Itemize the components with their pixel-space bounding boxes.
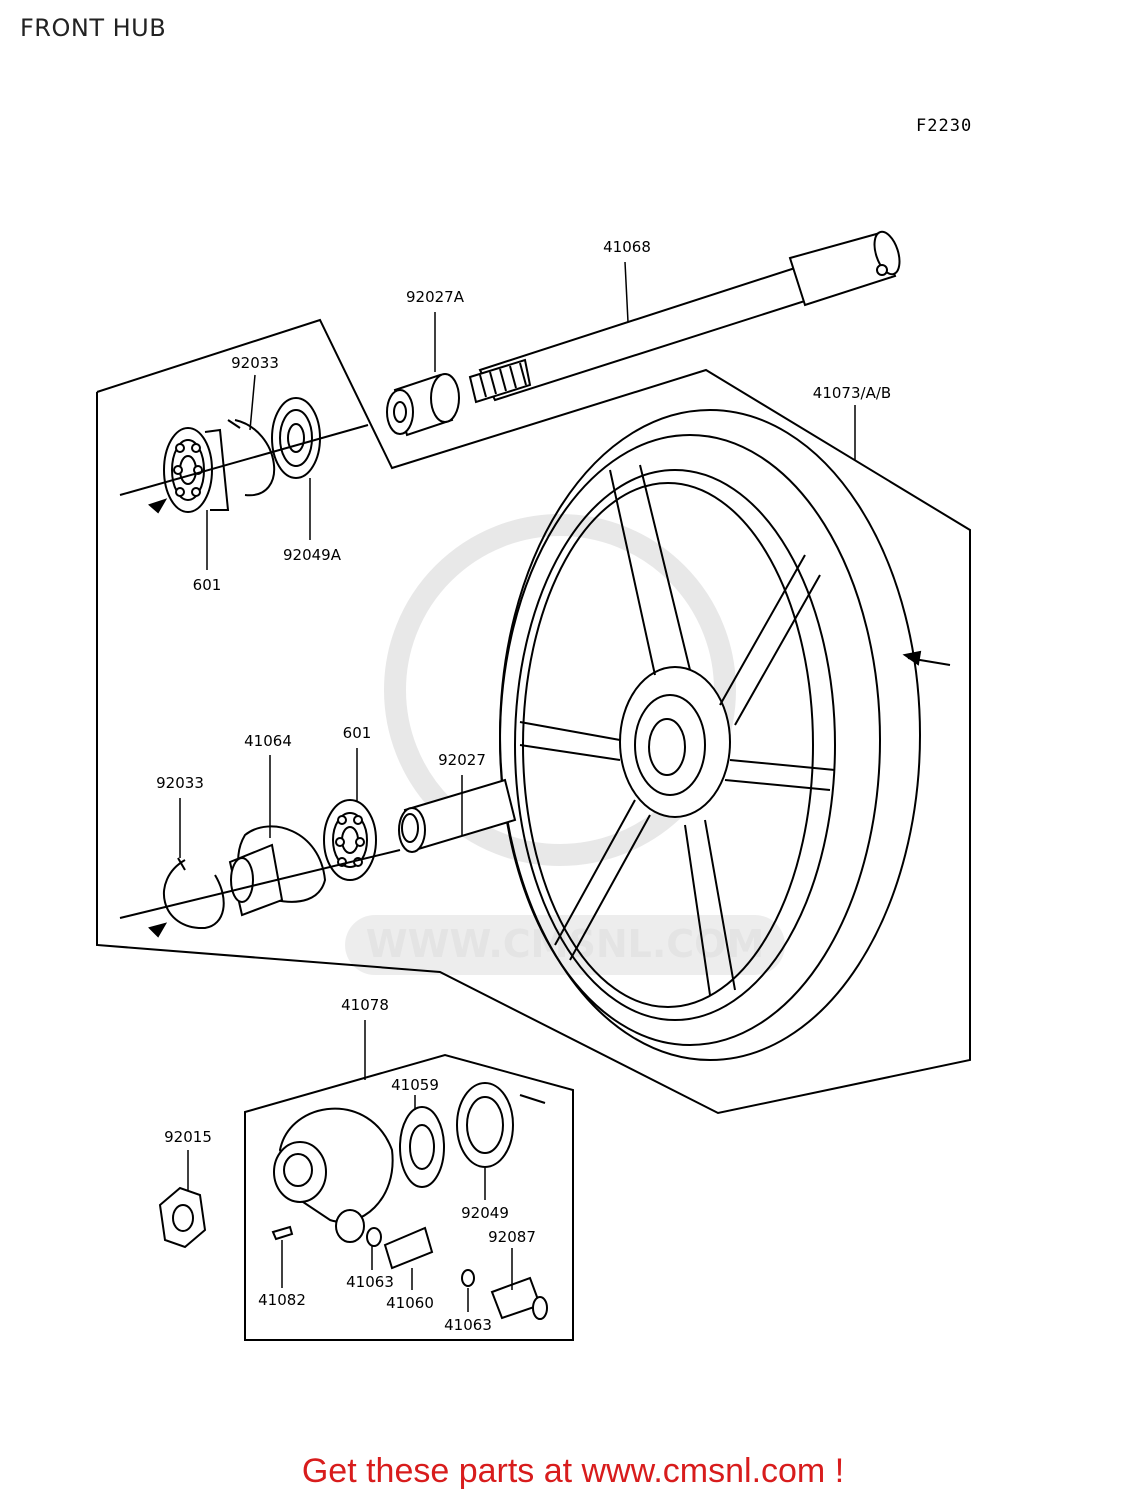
part-label: 92049 <box>461 1204 509 1222</box>
axle-41068 <box>468 230 901 404</box>
part-label: 601 <box>193 576 222 594</box>
speedo-gear-set <box>158 1082 548 1320</box>
collar-92027A <box>386 373 460 437</box>
footer-link[interactable]: Get these parts at www.cmsnl.com ! <box>301 1452 845 1490</box>
lower-left-set <box>119 778 517 938</box>
part-label: 41063 <box>346 1273 394 1291</box>
part-label: 41082 <box>258 1291 306 1309</box>
part-label: 41078 <box>341 996 389 1014</box>
figure-code: F2230 <box>916 116 973 136</box>
part-label: 92015 <box>164 1128 212 1146</box>
part-label: 92087 <box>488 1228 536 1246</box>
part-label: 92027A <box>406 288 465 306</box>
part-labels: 41068 92027A 92033 41073/A/B 92049A 601 … <box>156 238 891 1334</box>
part-label: 92033 <box>231 354 279 372</box>
part-label: 41073/A/B <box>813 384 891 402</box>
part-label: 41060 <box>386 1294 434 1312</box>
part-label: 92027 <box>438 751 486 769</box>
wheel-41073 <box>499 409 921 1061</box>
part-label: 41064 <box>244 732 292 750</box>
leader-lines <box>179 261 856 1312</box>
part-label: 92033 <box>156 774 204 792</box>
part-label: 41059 <box>391 1076 439 1094</box>
part-label: 92049A <box>283 546 342 564</box>
upper-bearing-set <box>119 397 369 514</box>
outline-boxes <box>96 318 971 1341</box>
wheel-direction-arrow <box>902 650 951 666</box>
part-label: 41068 <box>603 238 651 256</box>
part-label: 41063 <box>444 1316 492 1334</box>
page-title: FRONT HUB <box>20 14 167 42</box>
part-label: 601 <box>343 724 372 742</box>
